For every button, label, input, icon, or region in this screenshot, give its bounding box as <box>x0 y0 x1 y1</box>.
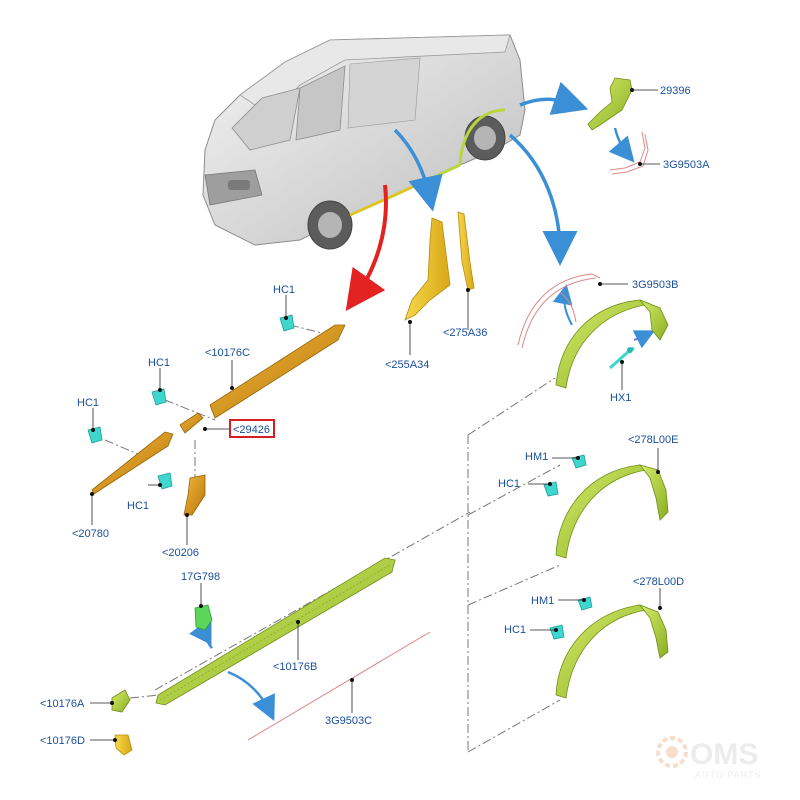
arrow-hx1 <box>632 330 656 349</box>
van-illustration <box>202 34 526 250</box>
label-10176c: <10176C <box>205 347 250 359</box>
clip-hc1-left <box>87 426 103 444</box>
part-10176c-moulding <box>209 324 346 419</box>
arrow-to-pillar <box>393 128 443 212</box>
clip-hc1-d <box>549 624 565 640</box>
label-hc1-e: HC1 <box>498 478 520 490</box>
part-10176d-endcap <box>114 734 133 756</box>
label-3g9503a: 3G9503A <box>663 159 710 171</box>
part-3g9503a-tape <box>609 131 649 175</box>
part-hx1-clip <box>609 346 635 370</box>
part-10176b-sill <box>155 557 396 706</box>
label-29396: 29396 <box>660 85 691 97</box>
clip-hc1-e <box>543 481 559 497</box>
leader-lines <box>90 89 661 741</box>
clip-hc1-top <box>279 314 295 332</box>
highlight-box-29426 <box>229 419 275 438</box>
label-17g798: 17G798 <box>181 571 220 583</box>
label-278l00d: <278L00D <box>633 576 684 588</box>
part-10176a-endcap <box>111 689 131 713</box>
label-29426: <29426 <box>233 424 270 436</box>
watermark-sub: AUTO PARTS <box>695 770 762 780</box>
label-hc1-d: HC1 <box>504 624 526 636</box>
label-255a34: <255A34 <box>385 359 429 371</box>
label-10176a: <10176A <box>40 698 85 710</box>
watermark-logo: OMS AUTO PARTS <box>656 736 762 780</box>
part-278l00d-arch <box>555 604 669 699</box>
part-29426-insert <box>179 412 204 434</box>
part-wheelarch-top <box>517 273 669 389</box>
clips-hc1-left <box>87 314 295 490</box>
label-3g9503b: 3G9503B <box>632 279 678 291</box>
part-275a36-pillar <box>457 211 475 291</box>
label-hc1-left: HC1 <box>77 397 99 409</box>
part-255a34-pillar <box>404 217 451 321</box>
arrow-to-3g9503a <box>608 127 635 163</box>
label-20206: <20206 <box>162 547 199 559</box>
arrow-to-wheelarch <box>508 133 578 266</box>
part-labels: 29396 3G9503A 3G9503B HX1 <275A36 <255A3… <box>40 85 710 747</box>
label-3g9503c: 3G9503C <box>325 715 372 727</box>
label-275a36: <275A36 <box>443 327 487 339</box>
label-hc1-low: HC1 <box>127 500 149 512</box>
label-10176d: <10176D <box>40 735 85 747</box>
arrow-to-29396 <box>519 81 589 115</box>
gear-icon <box>656 736 688 768</box>
label-hm1-e: HM1 <box>525 451 548 463</box>
part-3g9503c-tape <box>247 631 431 741</box>
label-hc1-top: HC1 <box>273 284 295 296</box>
guide-lines <box>104 324 561 753</box>
label-20780: <20780 <box>72 528 109 540</box>
part-29396-rear-bracket <box>587 77 633 131</box>
arrows <box>189 81 656 722</box>
label-hc1-mid: HC1 <box>148 357 170 369</box>
arrow-red-to-mouldings <box>345 184 388 312</box>
watermark-brand: OMS <box>690 738 758 771</box>
part-17g798-clip <box>194 604 213 631</box>
arrow-wheelarch-small <box>552 284 573 326</box>
label-hm1-d: HM1 <box>531 595 554 607</box>
label-278l00e: <278L00E <box>628 434 678 446</box>
arrow-to-17g798 <box>189 617 213 649</box>
leader-dots <box>90 88 662 742</box>
label-hx1: HX1 <box>610 392 631 404</box>
part-278l00e-arch <box>555 464 669 559</box>
part-20206-endcap <box>183 474 206 516</box>
label-10176b: <10176B <box>273 661 317 673</box>
arrow-to-3g9503c <box>227 670 275 722</box>
